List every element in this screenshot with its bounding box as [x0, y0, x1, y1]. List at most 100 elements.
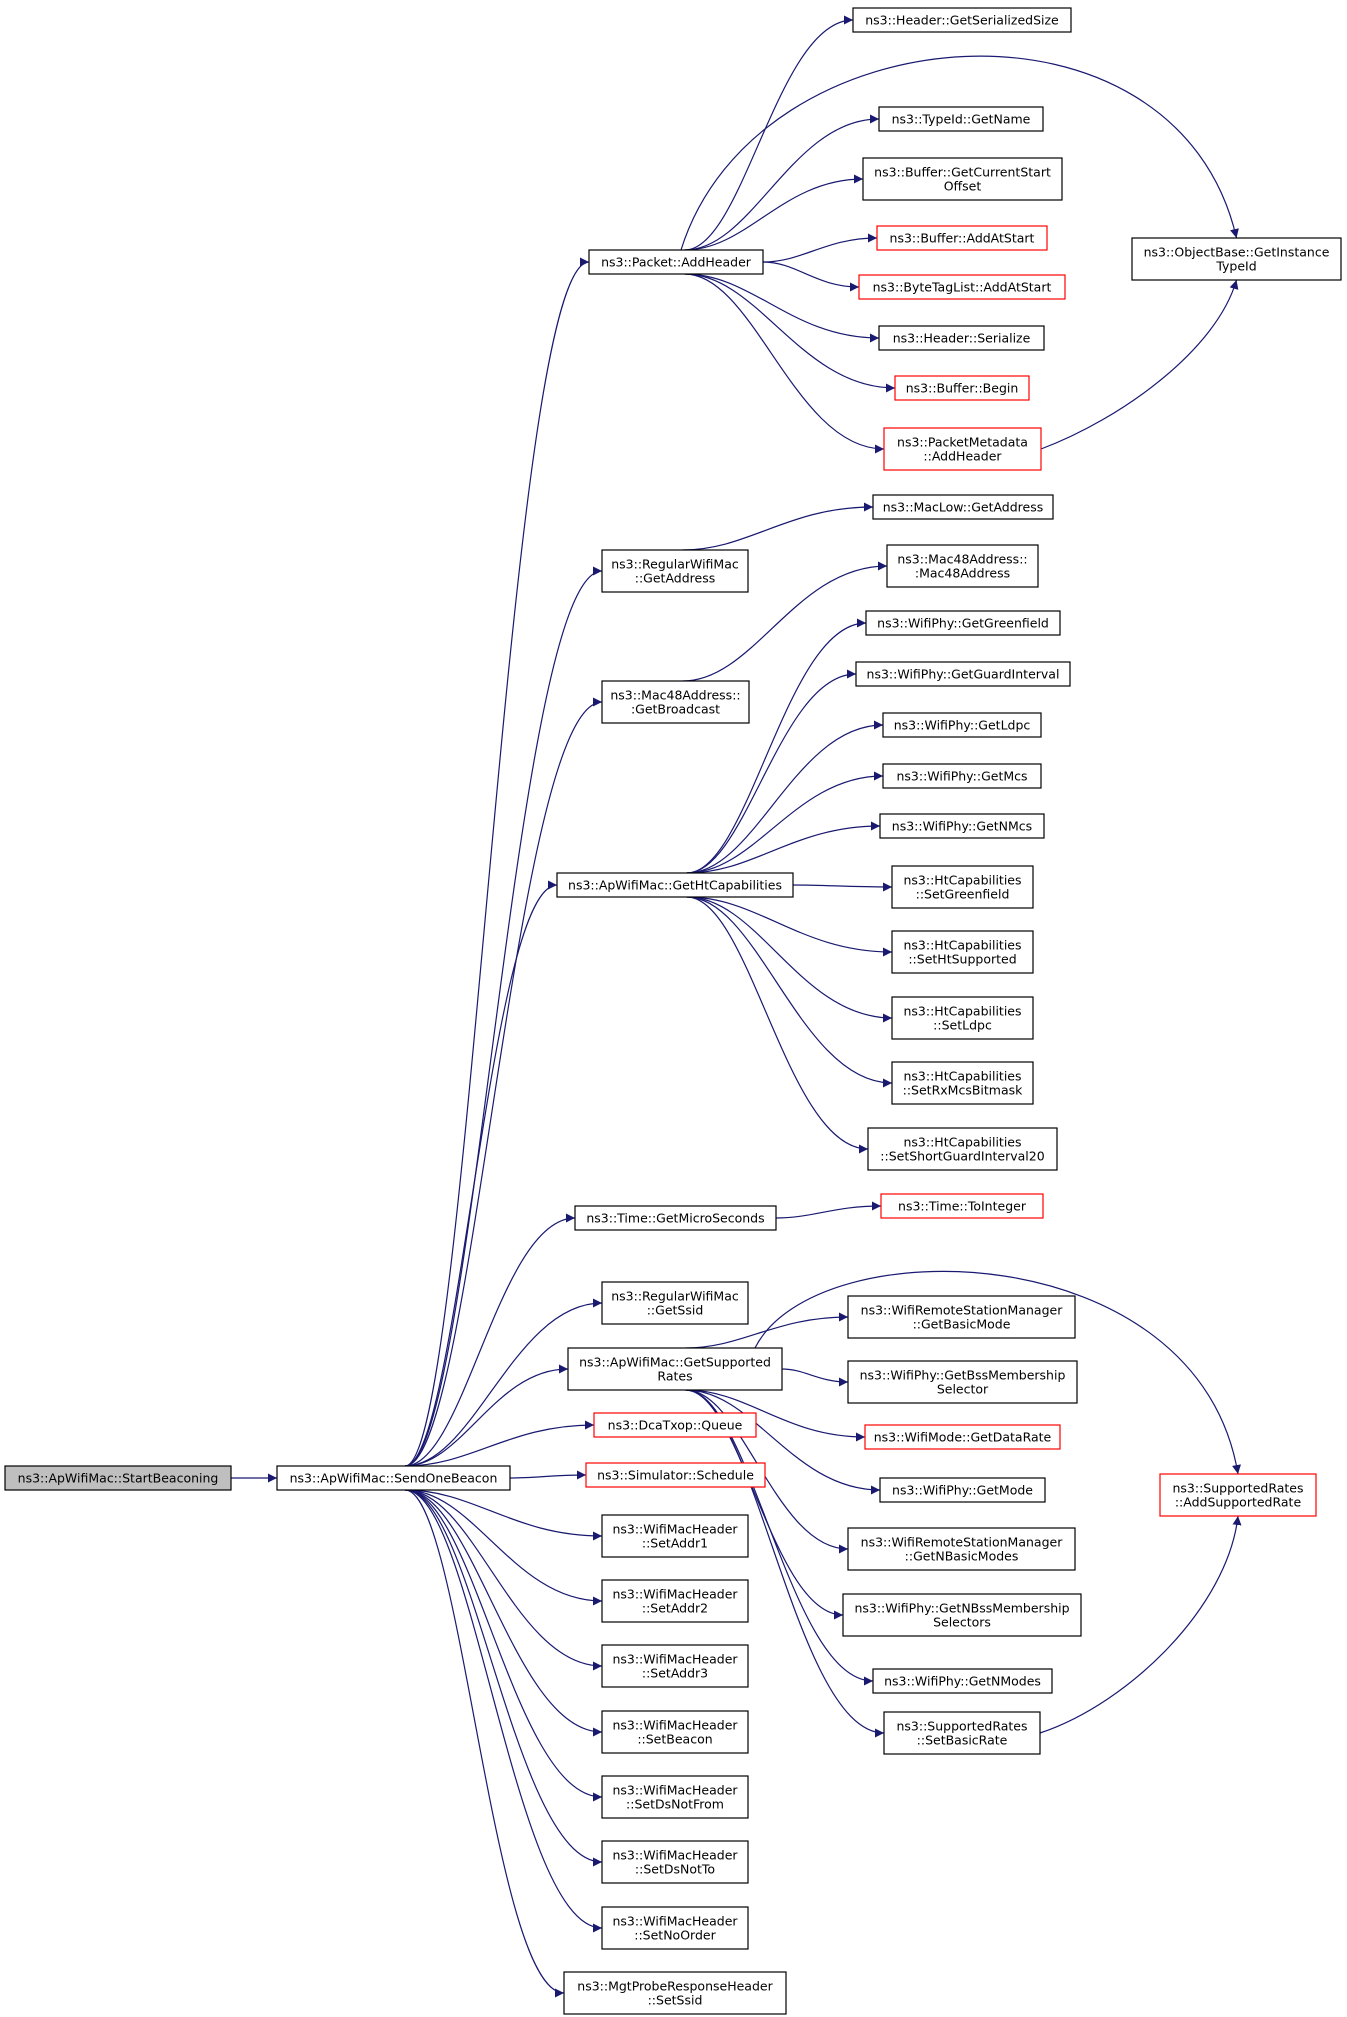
node-box[interactable] [891, 996, 1034, 1040]
graph-node[interactable]: ns3::Buffer::AddAtStart [876, 225, 1048, 251]
graph-node[interactable]: ns3::RegularWifiMac::GetAddress [601, 549, 749, 593]
graph-node[interactable]: ns3::WifiPhy::GetNMcs [879, 813, 1045, 839]
graph-node[interactable]: ns3::WifiMacHeader::SetAddr3 [601, 1644, 749, 1688]
node-box[interactable] [1159, 1473, 1317, 1517]
graph-node[interactable]: ns3::TypeId::GetName [878, 106, 1044, 132]
graph-node[interactable]: ns3::HtCapabilities::SetHtSupported [891, 930, 1034, 974]
node-box[interactable] [879, 1477, 1046, 1503]
node-box[interactable] [878, 106, 1044, 132]
graph-node[interactable]: ns3::HtCapabilities::SetGreenfield [891, 865, 1034, 909]
graph-node[interactable]: ns3::ByteTagList::AddAtStart [858, 274, 1066, 300]
node-box[interactable] [593, 1412, 757, 1438]
node-box[interactable] [574, 1205, 777, 1231]
node-box[interactable] [876, 225, 1048, 251]
node-box[interactable] [891, 865, 1034, 909]
graph-node[interactable]: ns3::WifiMacHeader::SetAddr1 [601, 1514, 749, 1558]
graph-node[interactable]: ns3::WifiMode::GetDataRate [864, 1424, 1061, 1450]
graph-node[interactable]: ns3::MacLow::GetAddress [872, 494, 1054, 520]
node-box[interactable] [585, 1462, 766, 1488]
graph-node[interactable]: ns3::WifiMacHeader::SetAddr2 [601, 1579, 749, 1623]
graph-node[interactable]: ns3::HtCapabilities::SetShortGuardInterv… [867, 1127, 1058, 1171]
graph-node[interactable]: ns3::WifiRemoteStationManager::GetNBasic… [847, 1527, 1076, 1571]
node-box[interactable] [601, 1514, 749, 1558]
graph-node[interactable]: ns3::SupportedRates::SetBasicRate [883, 1711, 1041, 1755]
graph-node[interactable]: ns3::Buffer::Begin [894, 375, 1030, 401]
node-box[interactable] [858, 274, 1066, 300]
node-box[interactable] [855, 661, 1071, 687]
graph-node[interactable]: ns3::PacketMetadata::AddHeader [883, 427, 1042, 471]
node-box[interactable] [556, 872, 794, 898]
node-box[interactable] [601, 549, 749, 593]
node-box[interactable] [872, 494, 1054, 520]
graph-node[interactable]: ns3::WifiPhy::GetGuardInterval [855, 661, 1071, 687]
node-box[interactable] [601, 1281, 749, 1325]
node-box[interactable] [276, 1465, 511, 1491]
node-box[interactable] [601, 1906, 749, 1950]
graph-node[interactable]: ns3::WifiPhy::GetGreenfield [865, 610, 1061, 636]
graph-node[interactable]: ns3::Time::ToInteger [880, 1193, 1044, 1219]
graph-node[interactable]: ns3::WifiMacHeader::SetDsNotTo [601, 1840, 749, 1884]
node-box[interactable] [847, 1295, 1076, 1339]
node-box[interactable] [886, 544, 1039, 588]
node-box[interactable] [1131, 237, 1342, 281]
graph-node[interactable]: ns3::Mac48Address:::Mac48Address [886, 544, 1039, 588]
graph-node[interactable]: ns3::Header::GetSerializedSize [852, 7, 1072, 33]
graph-node[interactable]: ns3::Mac48Address:::GetBroadcast [601, 680, 750, 724]
node-box[interactable] [883, 427, 1042, 471]
graph-node[interactable]: ns3::WifiMacHeader::SetNoOrder [601, 1906, 749, 1950]
node-box[interactable] [867, 1127, 1058, 1171]
node-box[interactable] [883, 1711, 1041, 1755]
graph-node[interactable]: ns3::Packet::AddHeader [588, 249, 764, 275]
graph-node[interactable]: ns3::HtCapabilities::SetLdpc [891, 996, 1034, 1040]
graph-node[interactable]: ns3::SupportedRates::AddSupportedRate [1159, 1473, 1317, 1517]
node-box[interactable] [601, 1710, 749, 1754]
node-box[interactable] [878, 325, 1045, 351]
node-box[interactable] [601, 1644, 749, 1688]
graph-node[interactable]: ns3::WifiMacHeader::SetDsNotFrom [601, 1775, 749, 1819]
node-box[interactable] [563, 1971, 787, 2015]
node-box[interactable] [567, 1347, 783, 1391]
node-box[interactable] [588, 249, 764, 275]
node-box[interactable] [601, 1579, 749, 1623]
node-box[interactable] [891, 1061, 1034, 1105]
graph-node[interactable]: ns3::HtCapabilities::SetRxMcsBitmask [891, 1061, 1034, 1105]
node-box[interactable] [891, 930, 1034, 974]
graph-node[interactable]: ns3::MgtProbeResponseHeader::SetSsid [563, 1971, 787, 2015]
node-box[interactable] [862, 157, 1063, 201]
node-box[interactable] [847, 1360, 1078, 1404]
node-box[interactable] [601, 1775, 749, 1819]
graph-node[interactable]: ns3::DcaTxop::Queue [593, 1412, 757, 1438]
graph-node[interactable]: ns3::WifiPhy::GetMcs [882, 763, 1042, 789]
node-box[interactable] [879, 813, 1045, 839]
node-box[interactable] [882, 712, 1042, 738]
node-box[interactable] [880, 1193, 1044, 1219]
node-box[interactable] [894, 375, 1030, 401]
graph-node[interactable]: ns3::WifiMacHeader::SetBeacon [601, 1710, 749, 1754]
graph-node[interactable]: ns3::WifiRemoteStationManager::GetBasicM… [847, 1295, 1076, 1339]
node-box[interactable] [601, 1840, 749, 1884]
node-box[interactable] [842, 1593, 1082, 1637]
node-box[interactable] [852, 7, 1072, 33]
graph-node[interactable]: ns3::WifiPhy::GetNModes [872, 1668, 1053, 1694]
node-box[interactable] [872, 1668, 1053, 1694]
node-box[interactable] [847, 1527, 1076, 1571]
node-box[interactable] [601, 680, 750, 724]
graph-node[interactable]: ns3::ApWifiMac::SendOneBeacon [276, 1465, 511, 1491]
graph-node[interactable]: ns3::ApWifiMac::GetHtCapabilities [556, 872, 794, 898]
graph-node[interactable]: ns3::Simulator::Schedule [585, 1462, 766, 1488]
graph-node[interactable]: ns3::WifiPhy::GetMode [879, 1477, 1046, 1503]
graph-node[interactable]: ns3::RegularWifiMac::GetSsid [601, 1281, 749, 1325]
graph-node[interactable]: ns3::WifiPhy::GetLdpc [882, 712, 1042, 738]
node-box[interactable] [865, 610, 1061, 636]
node-box[interactable] [864, 1424, 1061, 1450]
graph-node[interactable]: ns3::Time::GetMicroSeconds [574, 1205, 777, 1231]
node-box[interactable] [882, 763, 1042, 789]
node-box[interactable] [4, 1465, 232, 1491]
graph-node[interactable]: ns3::Header::Serialize [878, 325, 1045, 351]
graph-node[interactable]: ns3::ApWifiMac::StartBeaconing [4, 1465, 232, 1491]
